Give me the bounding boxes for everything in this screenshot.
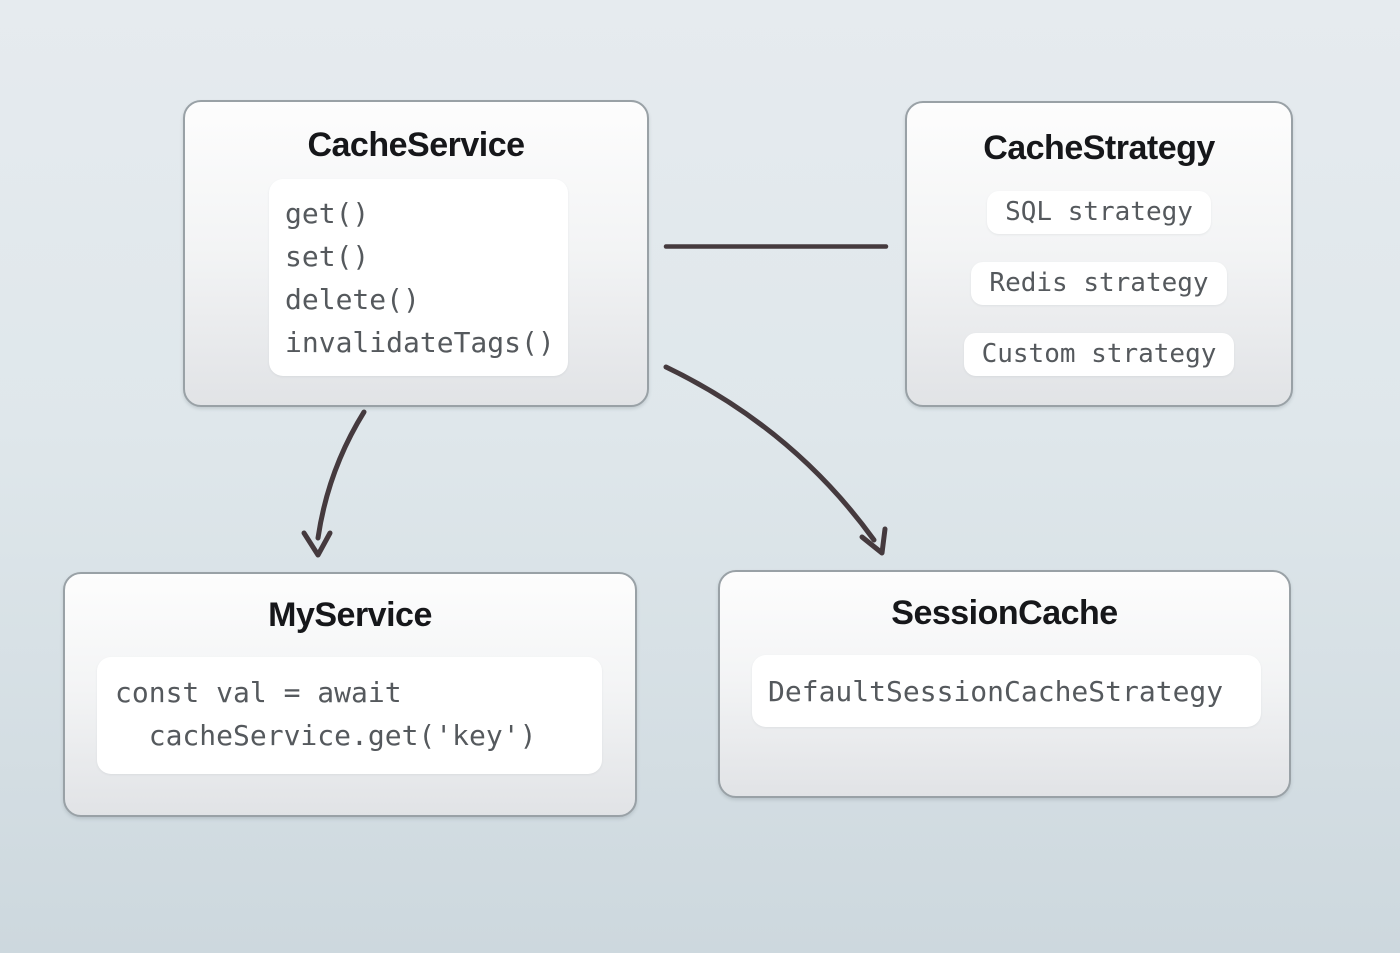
pill-custom-strategy: Custom strategy [963,333,1235,376]
my-service-code-panel: const val = await cacheService.get('key'… [97,657,602,774]
strategy-pill-stack: SQL strategy Redis strategy Custom strat… [907,191,1291,376]
pill-redis-strategy: Redis strategy [971,262,1227,305]
edge-cacheservice-myservice [301,409,367,558]
method-invalidate-tags: invalidateTags() [285,326,555,359]
method-get: get() [285,197,370,230]
cache-service-methods-panel: get() set() delete() invalidateTags() [269,179,568,376]
cache-strategy-title: CacheStrategy [983,129,1215,167]
node-session-cache: SessionCache DefaultSessionCacheStrategy [718,570,1291,798]
my-service-title: MyService [268,596,432,634]
node-cache-service: CacheService get() set() delete() invali… [183,100,649,407]
code-line-1: const val = await [115,676,402,709]
node-cache-strategy: CacheStrategy SQL strategy Redis strateg… [905,101,1293,407]
method-set: set() [285,240,370,273]
default-session-cache-strategy: DefaultSessionCacheStrategy [768,674,1224,708]
method-delete: delete() [285,283,420,316]
node-my-service: MyService const val = await cacheService… [63,572,637,817]
pill-sql-strategy: SQL strategy [987,191,1211,234]
session-cache-strategy-panel: DefaultSessionCacheStrategy [752,655,1261,727]
session-cache-title: SessionCache [891,594,1118,632]
code-line-2: cacheService.get('key') [115,719,537,752]
cache-service-title: CacheService [307,126,525,164]
edge-cacheservice-sessioncache [663,364,888,556]
